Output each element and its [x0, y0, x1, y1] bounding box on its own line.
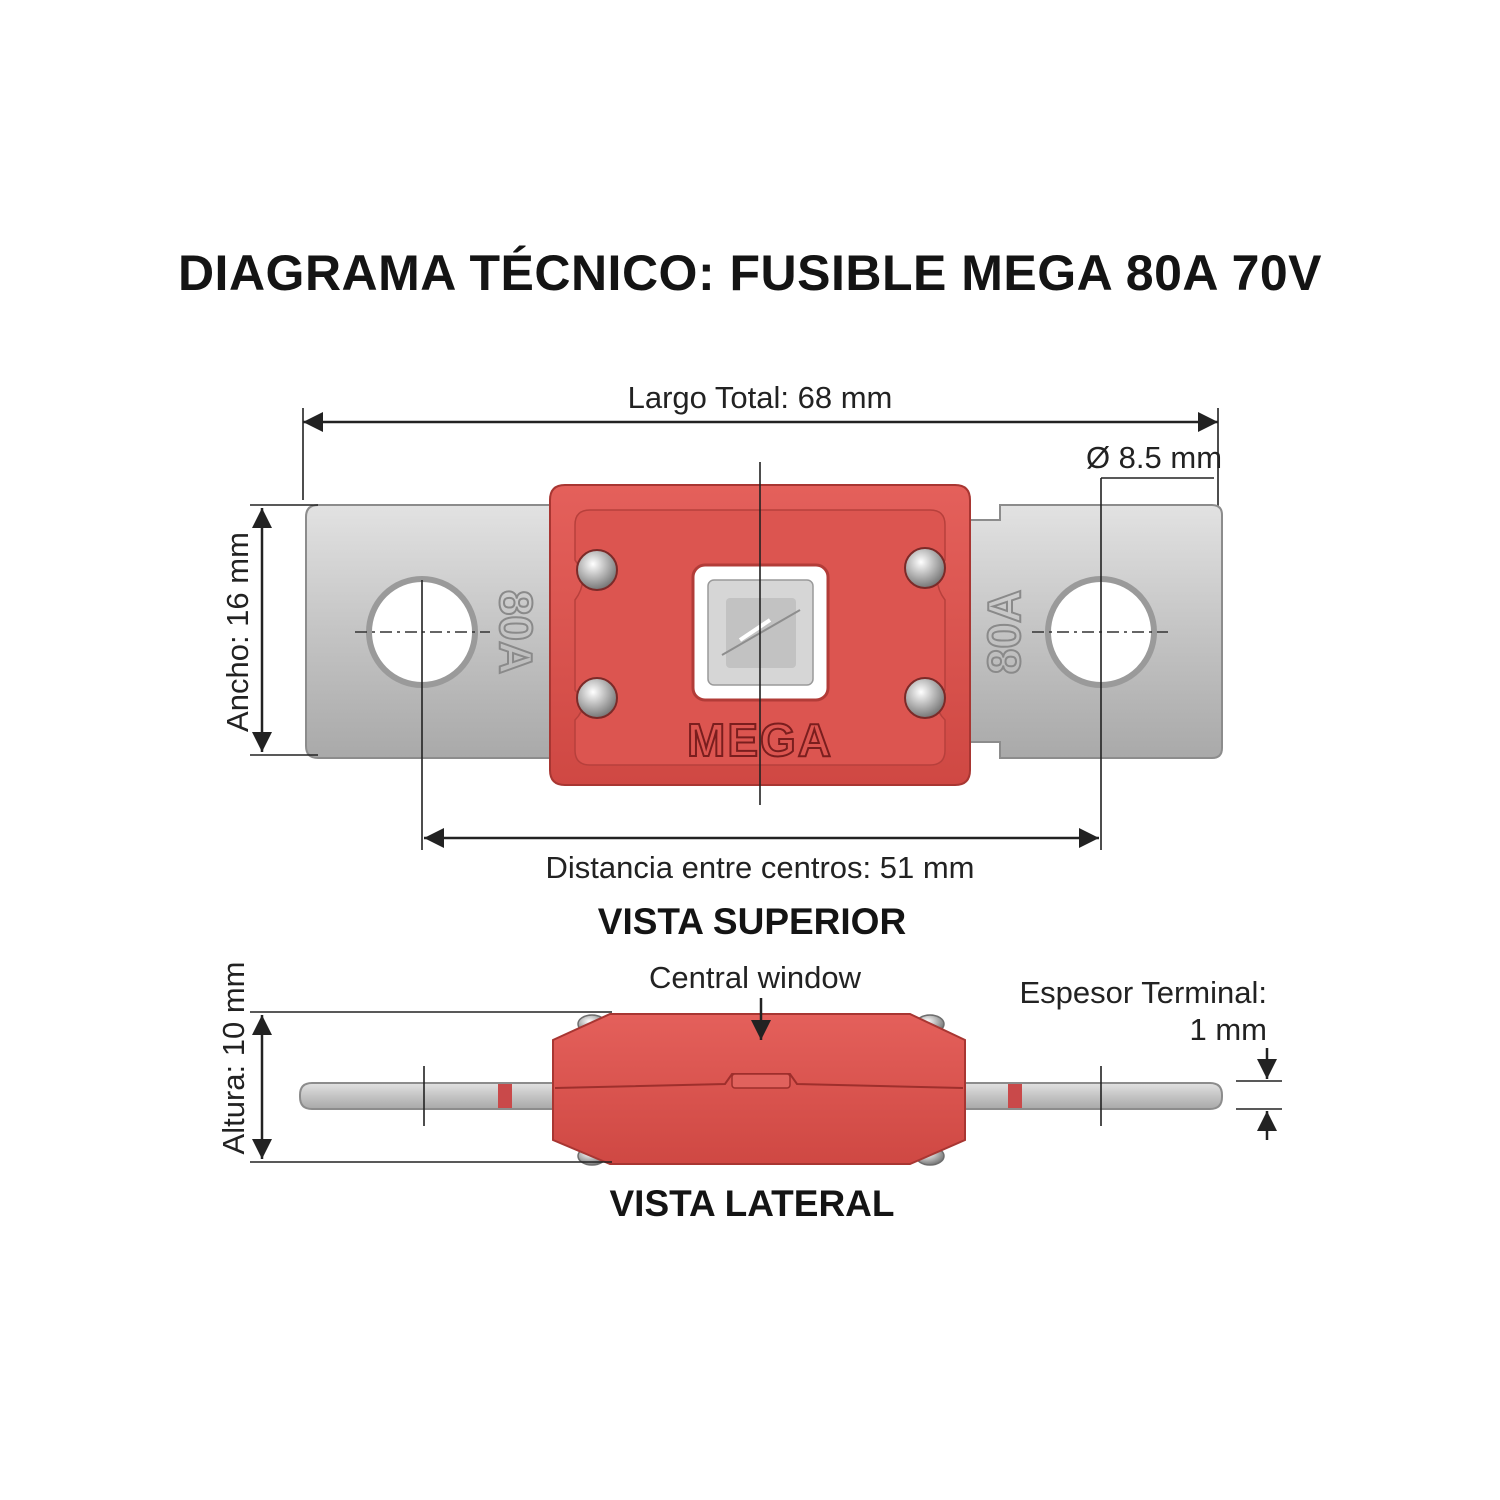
rivet [576, 677, 618, 719]
side-view-heading: VISTA LATERAL [609, 1183, 894, 1224]
diagram-title: DIAGRAMA TÉCNICO: FUSIBLE MEGA 80A 70V [178, 245, 1322, 301]
side-fuse-body [552, 1013, 966, 1165]
total-length-label: Largo Total: 68 mm [628, 380, 893, 415]
window-label: Central window [649, 960, 862, 995]
side-view: Central window Altura: 10 mm Espesor Ter… [216, 960, 1282, 1224]
width-label: Ancho: 16 mm [220, 532, 255, 732]
center-distance-label: Distancia entre centros: 51 mm [545, 850, 974, 885]
rivet [904, 677, 946, 719]
terminal-seal-left [498, 1084, 512, 1108]
height-label: Altura: 10 mm [216, 962, 251, 1155]
brand-stamp: MEGA [687, 714, 833, 766]
rating-stamp-right: 80A [978, 590, 1030, 674]
window-tab [731, 1073, 791, 1089]
rating-stamp-left: 80A [490, 590, 542, 674]
top-view-heading: VISTA SUPERIOR [598, 901, 906, 942]
terminal-seal-right [1008, 1084, 1022, 1108]
hole-diameter-label: Ø 8.5 mm [1086, 440, 1222, 475]
rivet [904, 547, 946, 589]
rivet [576, 549, 618, 591]
top-view: Largo Total: 68 mm 80A 80A MEGA [220, 380, 1223, 942]
thickness-label-line1: Espesor Terminal: [1019, 975, 1267, 1010]
thickness-label-line2: 1 mm [1190, 1012, 1268, 1047]
